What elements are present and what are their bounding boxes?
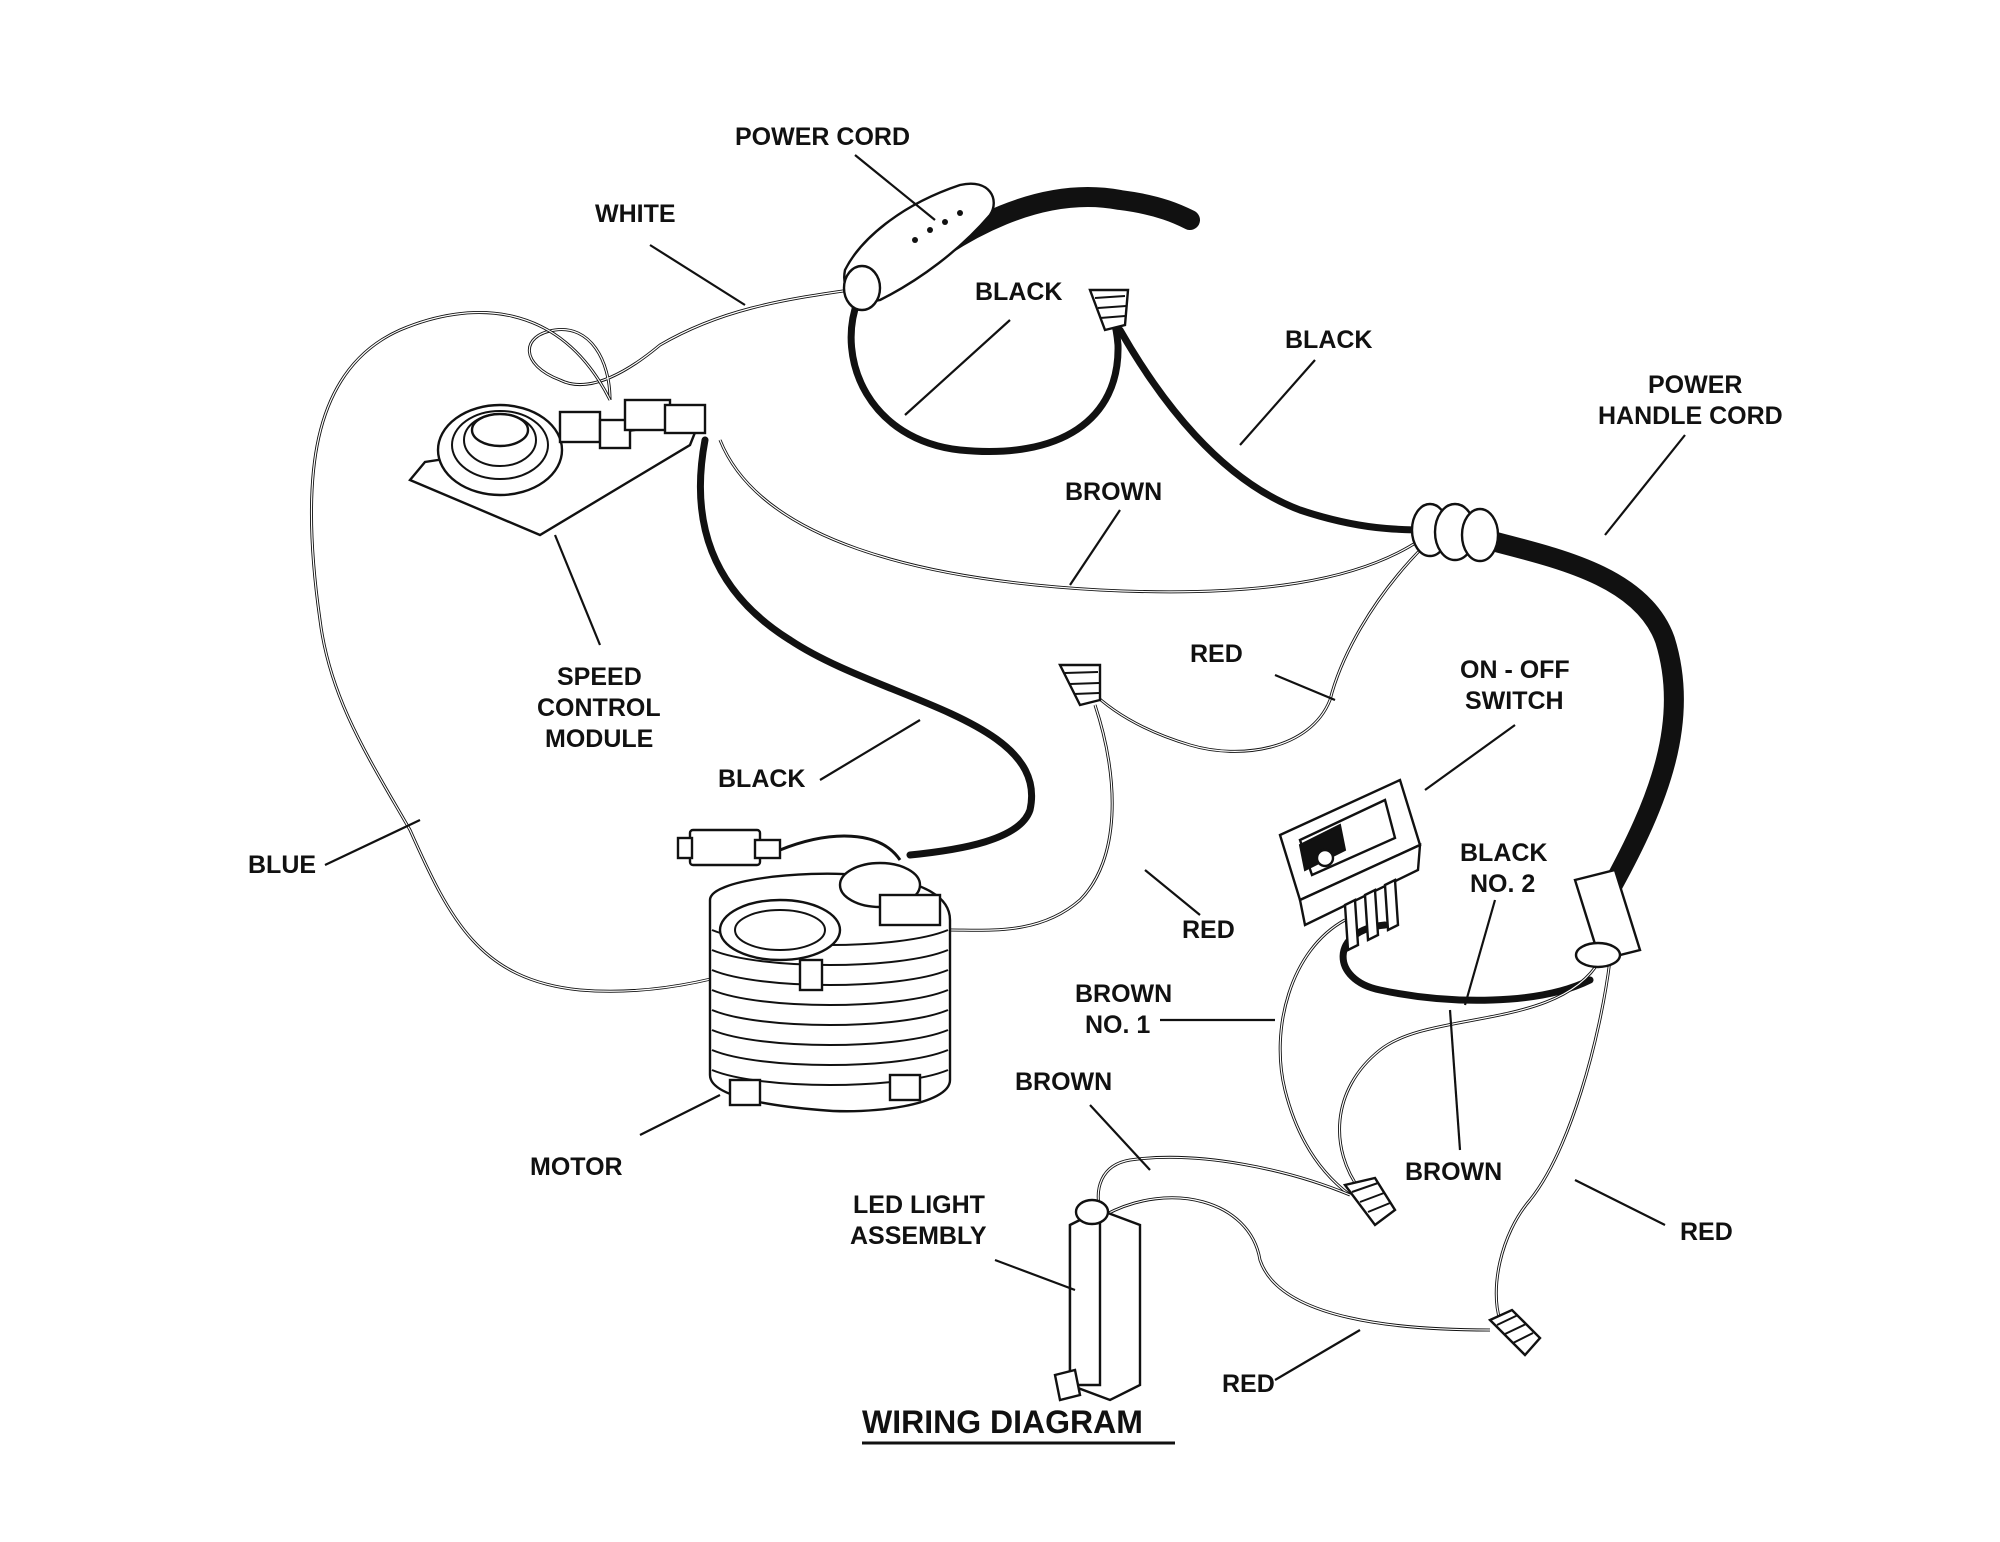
label-black-right: BLACK bbox=[1285, 326, 1373, 354]
label-power-handle-cord-1: POWER bbox=[1648, 371, 1742, 399]
label-led-2: ASSEMBLY bbox=[850, 1222, 987, 1250]
label-led-1: LED LIGHT bbox=[853, 1191, 985, 1219]
label-speed-control-2: CONTROL bbox=[537, 694, 661, 722]
handle-cord-grommet bbox=[1410, 502, 1500, 563]
red-wire-right bbox=[1494, 959, 1612, 1321]
black-wire-right bbox=[1116, 326, 1434, 534]
wire-nut-bottom bbox=[1487, 1308, 1542, 1357]
label-black-top: BLACK bbox=[975, 278, 1063, 306]
label-on-off-1: ON - OFF bbox=[1460, 656, 1570, 684]
red-wire-motor bbox=[949, 704, 1114, 932]
motor-lead bbox=[779, 834, 902, 861]
label-motor: MOTOR bbox=[530, 1153, 623, 1181]
black-wire-mid bbox=[696, 436, 1036, 859]
power-handle-cord-cable bbox=[1460, 525, 1684, 900]
label-brown-led: BROWN bbox=[1015, 1068, 1112, 1096]
red-wire-mid bbox=[1088, 543, 1427, 753]
diagram-title-text: WIRING DIAGRAM bbox=[862, 1404, 1143, 1440]
wires bbox=[309, 187, 1684, 1332]
handle-cord-strain-relief bbox=[1573, 868, 1642, 969]
motor-plug bbox=[676, 828, 782, 867]
brown-wire-lower bbox=[1338, 959, 1602, 1191]
white-wire bbox=[527, 288, 851, 401]
black-no2-wire bbox=[1339, 921, 1594, 1004]
diagram-title: WIRING DIAGRAM bbox=[862, 1404, 1175, 1445]
label-white: WHITE bbox=[595, 200, 676, 228]
wire-nut-lower bbox=[1342, 1176, 1397, 1227]
label-power-cord: POWER CORD bbox=[735, 123, 910, 151]
speed-control-module bbox=[408, 398, 707, 537]
on-off-switch bbox=[1278, 778, 1422, 952]
brown-no1-wire bbox=[1278, 918, 1351, 1197]
label-blue: BLUE bbox=[248, 851, 316, 879]
label-brown-lower: BROWN bbox=[1405, 1158, 1502, 1186]
label-brown-top: BROWN bbox=[1065, 478, 1162, 506]
red-wire-bottom bbox=[1104, 1196, 1491, 1332]
label-brown-no1-2: NO. 1 bbox=[1085, 1011, 1150, 1039]
led-light-assembly bbox=[1053, 1198, 1142, 1402]
label-black-no2-2: NO. 2 bbox=[1470, 870, 1535, 898]
label-black-mid: BLACK bbox=[718, 765, 806, 793]
label-red-motor: RED bbox=[1182, 916, 1235, 944]
label-brown-no1-1: BROWN bbox=[1075, 980, 1172, 1008]
label-on-off-2: SWITCH bbox=[1465, 687, 1564, 715]
wire-nut-mid bbox=[1058, 663, 1102, 707]
wire-nut-top bbox=[1088, 288, 1130, 332]
label-red-bottom: RED bbox=[1222, 1370, 1275, 1398]
power-cord-plug bbox=[842, 182, 995, 312]
label-speed-control-1: SPEED bbox=[557, 663, 642, 691]
label-red-mid: RED bbox=[1190, 640, 1243, 668]
black-wire-top bbox=[847, 296, 1122, 455]
label-black-no2-1: BLACK bbox=[1460, 839, 1548, 867]
leader-lines bbox=[324, 154, 1686, 1381]
motor bbox=[708, 861, 952, 1113]
label-red-right: RED bbox=[1680, 1218, 1733, 1246]
label-speed-control-3: MODULE bbox=[545, 725, 653, 753]
label-power-handle-cord-2: HANDLE CORD bbox=[1598, 402, 1783, 430]
labels: POWER CORD WHITE BLACK BLACK POWER HANDL… bbox=[248, 123, 1783, 1398]
